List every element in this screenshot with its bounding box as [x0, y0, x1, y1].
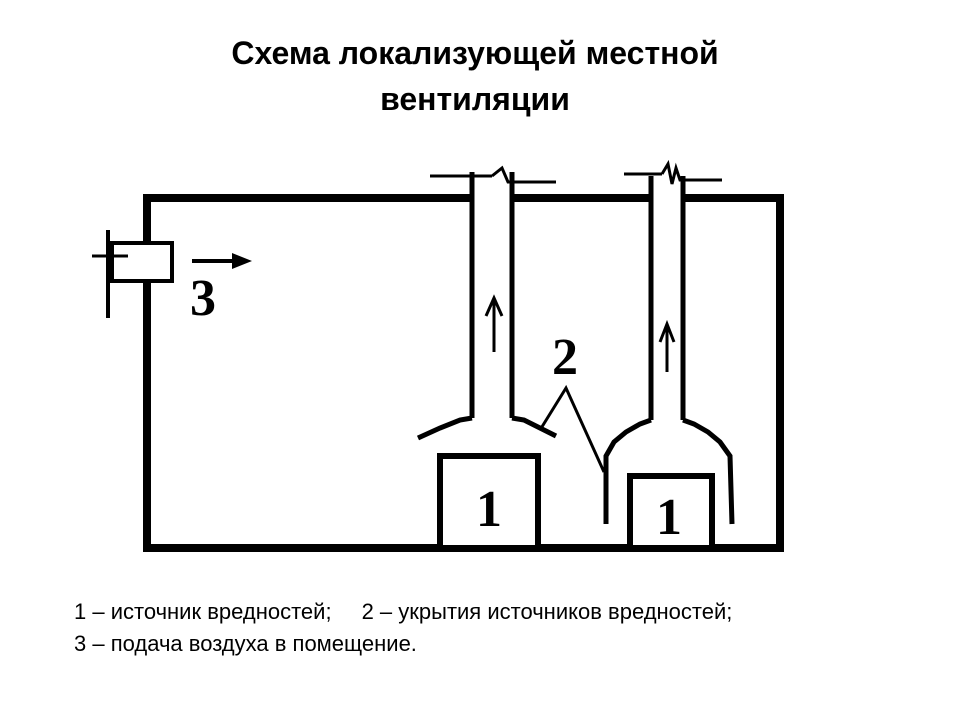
supply-inlet	[92, 230, 174, 318]
enclosure-leader-lines	[538, 384, 606, 473]
title-line-1: Схема локализующей местной	[231, 35, 719, 71]
marker-enclosure: 2	[552, 329, 578, 386]
slide-title: Схема локализующей местной вентиляции	[0, 30, 960, 122]
title-line-2: вентиляции	[380, 81, 570, 117]
exhaust-duct-2	[624, 159, 722, 420]
arrow-up-icon	[484, 294, 504, 352]
source-box-2	[627, 473, 715, 551]
legend-item-supply: 3 – подача воздуха в помещение.	[74, 631, 417, 656]
exhaust-hood-1	[416, 415, 558, 441]
marker-supply: 3	[190, 270, 216, 327]
arrow-up-icon	[658, 319, 676, 372]
source-box-1	[437, 453, 541, 551]
legend: 1 – источник вредностей; 2 – укрытия исто…	[74, 596, 934, 660]
marker-source-2: 1	[656, 489, 682, 546]
exhaust-hood-2	[603, 417, 735, 525]
legend-item-enclosure: 2 – укрытия источников вредностей;	[361, 599, 733, 624]
supply-arrow-icon	[192, 253, 252, 269]
exhaust-duct-1	[430, 165, 556, 418]
marker-source-1: 1	[476, 481, 502, 538]
legend-item-source: 1 – источник вредностей;	[74, 599, 332, 624]
legend-row-2: 3 – подача воздуха в помещение.	[74, 628, 934, 660]
legend-row-1: 1 – источник вредностей; 2 – укрытия исто…	[74, 596, 934, 628]
